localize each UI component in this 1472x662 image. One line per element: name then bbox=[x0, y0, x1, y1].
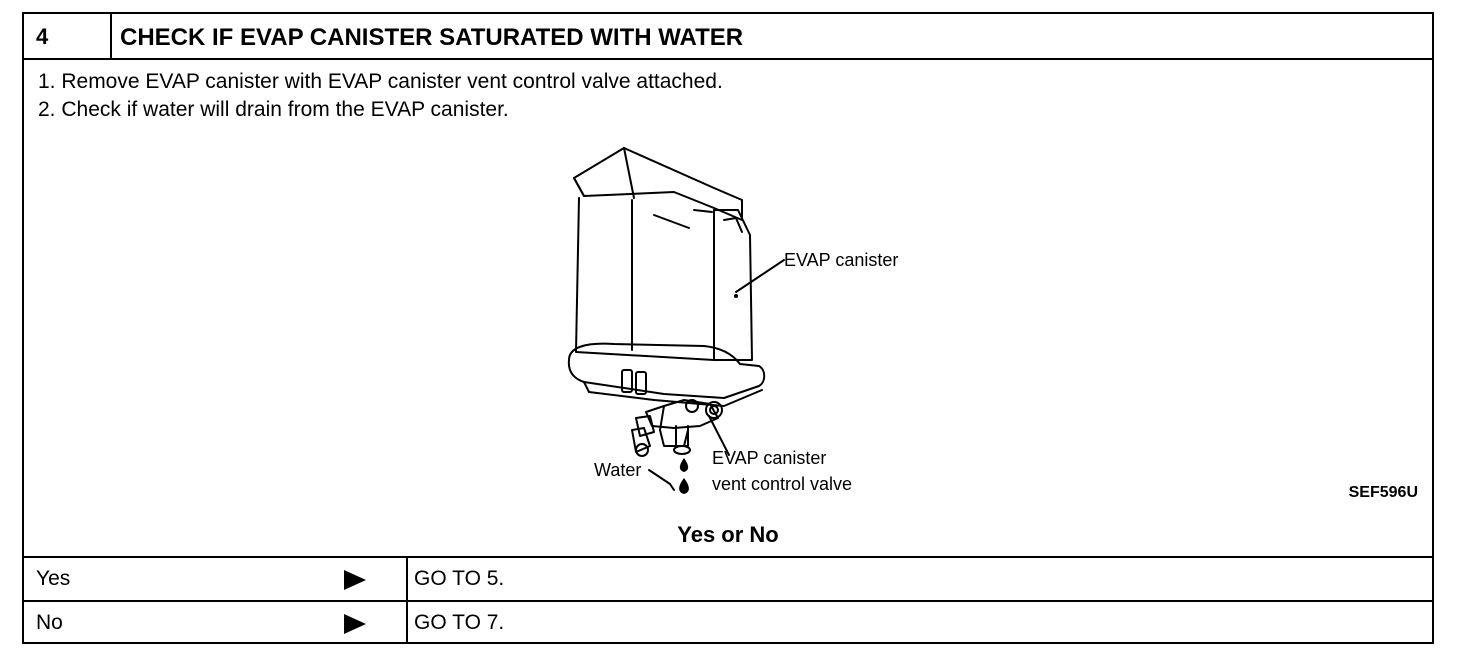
label-valve-line1: EVAP canister bbox=[712, 448, 827, 468]
step-title: CHECK IF EVAP CANISTER SATURATED WITH WA… bbox=[120, 24, 744, 51]
yes-no-question: Yes or No bbox=[677, 522, 779, 547]
answer-no-action: GO TO 7. bbox=[414, 611, 505, 634]
label-water: Water bbox=[594, 460, 642, 480]
step-body: 1. Remove EVAP canister with EVAP canist… bbox=[24, 60, 1432, 556]
arrow-right-icon bbox=[344, 614, 366, 634]
answer-no-label: No bbox=[36, 611, 63, 634]
answer-yes-label: Yes bbox=[36, 567, 71, 590]
label-valve-line2: vent control valve bbox=[712, 474, 853, 494]
evap-canister-illustration bbox=[567, 147, 785, 494]
instruction-1: 1. Remove EVAP canister with EVAP canist… bbox=[38, 70, 723, 93]
answer-row-yes: Yes GO TO 5. bbox=[24, 556, 1432, 600]
step-header-row: 4 CHECK IF EVAP CANISTER SATURATED WITH … bbox=[24, 14, 1432, 60]
figure-code: SEF596U bbox=[1348, 484, 1418, 501]
label-evap-canister: EVAP canister bbox=[784, 250, 899, 270]
instruction-2: 2. Check if water will drain from the EV… bbox=[38, 98, 509, 121]
answer-yes-action: GO TO 5. bbox=[414, 567, 505, 590]
column-divider bbox=[406, 602, 408, 644]
procedure-table: 4 CHECK IF EVAP CANISTER SATURATED WITH … bbox=[22, 12, 1434, 644]
step-number: 4 bbox=[24, 14, 112, 58]
arrow-right-icon bbox=[344, 570, 366, 590]
column-divider bbox=[406, 558, 408, 600]
answer-row-no: No GO TO 7. bbox=[24, 600, 1432, 644]
